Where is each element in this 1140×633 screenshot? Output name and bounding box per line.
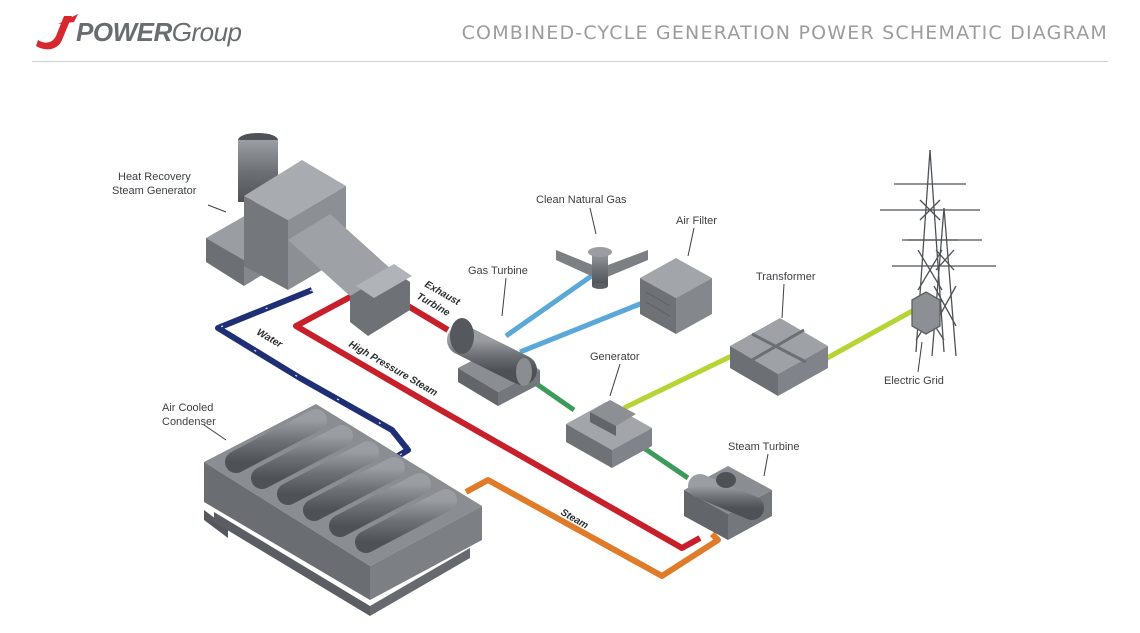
label-hrsg-2: Steam Generator	[112, 185, 197, 197]
power-lines	[622, 307, 916, 411]
label-steam-turbine: Steam Turbine	[728, 441, 800, 453]
high-pressure-steam-pipe	[293, 293, 702, 551]
jpower-logo[interactable]: POWER Group	[34, 10, 242, 54]
water-pipe	[215, 287, 411, 459]
air-cooled-condenser	[204, 404, 482, 616]
leader-lines	[203, 204, 923, 477]
page-title: COMBINED-CYCLE GENERATION POWER SCHEMATI…	[461, 22, 1108, 44]
label-electric-grid: Electric Grid	[884, 375, 944, 387]
label-condenser-1: Air Cooled	[162, 402, 213, 414]
gas-turbine	[447, 318, 540, 406]
natural-gas-valve	[556, 247, 648, 289]
steam-turbine	[684, 466, 772, 540]
gas-feed-pipes	[504, 267, 651, 355]
transformer	[730, 318, 828, 396]
label-hrsg-1: Heat Recovery	[118, 171, 191, 183]
label-clean-gas: Clean Natural Gas	[536, 194, 627, 206]
logo-group-text: Group	[171, 16, 242, 47]
steam-pipe	[464, 477, 721, 579]
label-air-filter: Air Filter	[676, 215, 717, 227]
label-condenser-2: Condenser	[162, 416, 216, 428]
electric-grid-towers	[880, 149, 996, 357]
label-hp-steam: High Pressure Steam	[347, 339, 440, 399]
heat-recovery-steam-generator	[206, 133, 412, 336]
air-filter	[640, 258, 712, 334]
label-gas-turbine: Gas Turbine	[468, 265, 528, 277]
generator	[566, 400, 652, 468]
logo-brand-text: POWER	[76, 16, 172, 47]
label-generator: Generator	[590, 351, 640, 363]
header-divider	[32, 61, 1108, 62]
condenser-cylinders	[225, 409, 457, 553]
tower-front	[892, 207, 996, 357]
header-bar: POWER Group COMBINED-CYCLE GENERATION PO…	[0, 0, 1140, 62]
jpower-swoosh-icon	[36, 14, 78, 50]
label-transformer: Transformer	[756, 271, 816, 283]
label-water: Water	[255, 327, 285, 351]
component-labels: Heat Recovery Steam Generator Clean Natu…	[112, 171, 944, 453]
